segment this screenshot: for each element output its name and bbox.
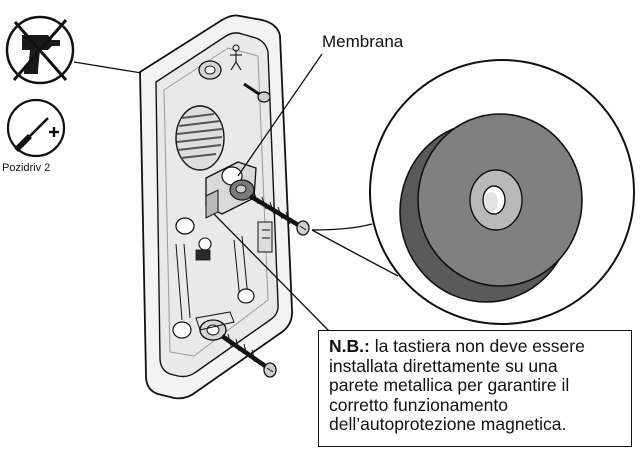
note-line-1: N.B.: la tastiera non deve essere bbox=[329, 336, 623, 357]
note-line-1-text: la tastiera non deve essere bbox=[369, 336, 585, 356]
membrane-disc-small bbox=[229, 179, 255, 201]
speaker-grille bbox=[175, 105, 225, 171]
orientation-mark bbox=[230, 44, 242, 71]
middle-screw bbox=[248, 191, 310, 236]
note-line-5: dell’autoprotezione magnetica. bbox=[329, 414, 567, 434]
crossed-out-power-drill-icon bbox=[5, 15, 75, 85]
note-line-2: installata direttamente su una bbox=[329, 355, 558, 376]
membrane-zoom-callout bbox=[311, 59, 635, 325]
note-line-4: corretto funzionamento bbox=[329, 394, 508, 415]
top-screw bbox=[243, 82, 271, 103]
leader-line-membrana bbox=[237, 53, 323, 177]
note-prefix: N.B.: bbox=[329, 336, 370, 356]
bottom-screw bbox=[220, 333, 277, 378]
note-line-3: parete metallica per garantire il bbox=[329, 375, 570, 395]
membrane-label: Membrana bbox=[322, 32, 404, 51]
keypad-housing bbox=[139, 14, 293, 400]
installation-note-box: N.B.: la tastiera non deve essere instal… bbox=[318, 330, 632, 447]
screwdriver-label: Pozidriv 2 bbox=[2, 162, 51, 174]
pozidriv-screwdriver-icon bbox=[6, 98, 66, 158]
leader-line-note bbox=[213, 213, 331, 333]
